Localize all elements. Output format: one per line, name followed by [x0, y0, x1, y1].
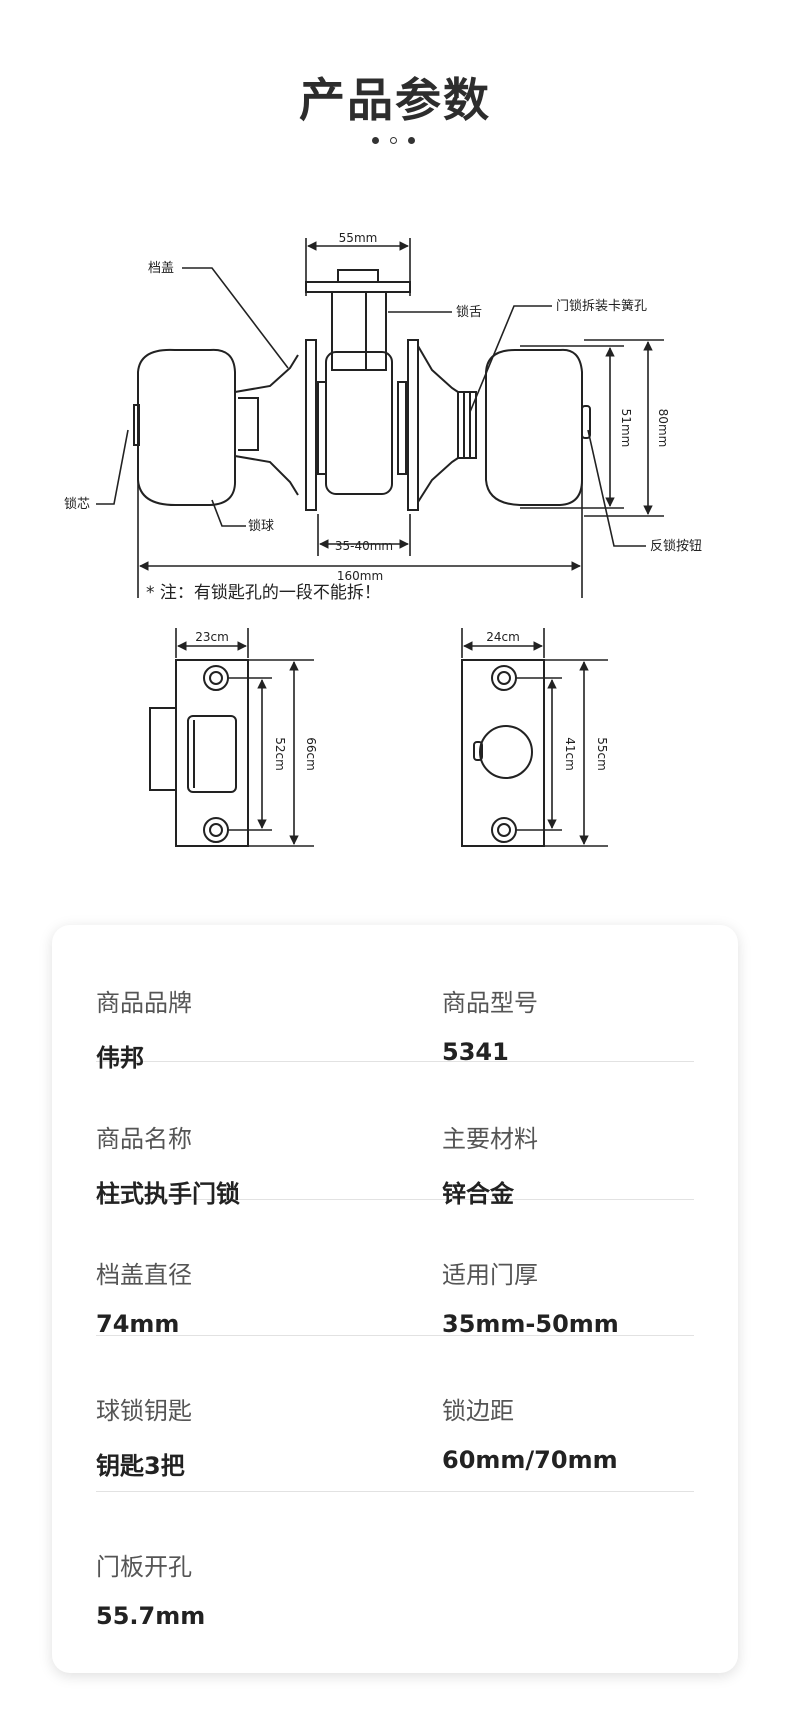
spec-value: 柱式执手门锁	[96, 1180, 240, 1208]
lock-button-leader	[587, 429, 646, 547]
plate2-outer-dim: 55cm	[595, 737, 609, 771]
spec-item-model: 商品型号 5341	[442, 983, 538, 1066]
spec-label: 锁边距	[442, 1397, 514, 1425]
knob-inner-dim: 51mm	[619, 409, 633, 448]
spec-item-door-thickness: 适用门厚 35mm-50mm	[442, 1255, 619, 1338]
spec-label: 主要材料	[442, 1125, 538, 1153]
latch-tube-inner	[365, 291, 387, 371]
latch-body	[325, 351, 393, 495]
ball-leader	[211, 499, 246, 527]
page-title: 产品参数	[299, 73, 491, 127]
dot-icon	[390, 137, 397, 144]
plate1-inner-dim: 52cm	[273, 737, 287, 771]
dot-icon	[372, 137, 379, 144]
spec-value: 74mm	[96, 1310, 180, 1338]
section-divider-dots	[370, 135, 420, 147]
strike-plate-2	[461, 659, 545, 847]
diagram-note: * 注：有锁匙孔的一段不能拆！	[146, 583, 381, 603]
latch-tube	[331, 291, 387, 371]
spec-item-brand: 商品品牌 伟邦	[96, 983, 192, 1073]
spec-item-keys: 球锁钥匙 钥匙3把	[96, 1391, 192, 1481]
lock-button	[581, 405, 591, 439]
spec-value: 60mm/70mm	[442, 1446, 618, 1474]
latch-width-dim: 55mm	[339, 231, 378, 245]
core-label: 锁芯	[64, 496, 90, 512]
screw-hole	[203, 817, 229, 843]
spec-label: 档盖直径	[96, 1261, 192, 1289]
right-cap-plate	[407, 339, 419, 511]
spec-row: 门板开孔 55.7mm	[96, 1547, 694, 1630]
lock-core	[133, 404, 140, 446]
spec-value: 钥匙3把	[96, 1452, 185, 1480]
spec-item-name: 商品名称 柱式执手门锁	[96, 1119, 240, 1209]
spec-value: 锌合金	[442, 1180, 514, 1208]
screw-hole	[491, 817, 517, 843]
release-hole-label: 门锁拆装卡簧孔	[556, 298, 647, 314]
release-hole-leader	[469, 305, 552, 413]
spec-value: 35mm-50mm	[442, 1310, 619, 1338]
left-cap-plate	[305, 339, 317, 511]
left-collar	[238, 397, 259, 451]
cap-leader	[182, 267, 289, 369]
spec-label: 商品型号	[442, 989, 538, 1017]
release-hole-sleeve	[457, 391, 477, 459]
spec-row: 档盖直径 74mm 适用门厚 35mm-50mm	[96, 1255, 694, 1338]
spec-item-material: 主要材料 锌合金	[442, 1119, 538, 1209]
spec-value: 5341	[442, 1038, 509, 1066]
plate2-width-dim: 24cm	[486, 630, 520, 644]
lock-body-drawing	[133, 269, 591, 847]
strike-plate-2-hole	[479, 725, 533, 779]
screw-hole	[203, 665, 229, 691]
spec-label: 适用门厚	[442, 1261, 538, 1289]
diagram-labels: 档盖 锁芯 锁球 锁舌 门锁拆装卡簧孔 反锁按钮	[64, 261, 702, 554]
spec-value: 伟邦	[96, 1044, 144, 1072]
spec-value: 55.7mm	[96, 1602, 206, 1630]
dimension-lines	[96, 238, 664, 847]
strike-plate-1-opening	[187, 715, 237, 793]
spec-row: 球锁钥匙 钥匙3把 锁边距 60mm/70mm	[96, 1391, 694, 1492]
spec-label: 门板开孔	[96, 1553, 192, 1581]
left-neck	[234, 354, 299, 496]
right-neck	[417, 345, 459, 503]
latch-face-plate	[305, 281, 411, 293]
core-leader	[96, 429, 129, 505]
left-rose	[317, 381, 327, 475]
latch-label: 锁舌	[456, 304, 482, 320]
dimension-labels: 55mm 35-40mm 160mm 51mm 80mm 23cm 52cm 6…	[195, 231, 670, 771]
plate1-outer-dim: 66cm	[304, 737, 318, 771]
dot-icon	[408, 137, 415, 144]
spec-label: 球锁钥匙	[96, 1397, 192, 1425]
knob-outer-dim: 80mm	[656, 409, 670, 448]
latch-bolt	[337, 269, 379, 283]
lock-button-label: 反锁按钮	[650, 538, 702, 554]
cap-label: 档盖	[148, 261, 174, 276]
door-thickness-dim: 35-40mm	[335, 539, 393, 553]
spec-label: 商品品牌	[96, 989, 192, 1017]
left-knob	[137, 348, 237, 507]
screw-hole	[491, 665, 517, 691]
spec-item-cap-diameter: 档盖直径 74mm	[96, 1255, 192, 1338]
right-rose	[397, 381, 407, 475]
spec-item-backset: 锁边距 60mm/70mm	[442, 1391, 618, 1474]
strike-plate-1	[175, 659, 249, 847]
right-knob	[485, 348, 583, 506]
plate2-inner-dim: 41cm	[563, 737, 577, 771]
total-length-dim: 160mm	[337, 569, 383, 583]
strike-plate-1-lip	[149, 707, 176, 791]
spec-card: 商品品牌 伟邦 商品型号 5341 商品名称 柱式执手门锁 主要材料 锌合金 档…	[52, 925, 738, 1673]
spec-label: 商品名称	[96, 1125, 192, 1153]
plate1-width-dim: 23cm	[195, 630, 229, 644]
lock-dimension-diagram: 档盖 锁芯 锁球 锁舌 门锁拆装卡簧孔 反锁按钮 55mm 35-40mm 16…	[64, 231, 702, 847]
spec-row: 商品名称 柱式执手门锁 主要材料 锌合金	[96, 1119, 694, 1208]
spec-item-door-hole: 门板开孔 55.7mm	[96, 1547, 205, 1630]
ball-label: 锁球	[248, 518, 274, 534]
spec-row: 商品品牌 伟邦 商品型号 5341	[96, 983, 694, 1072]
